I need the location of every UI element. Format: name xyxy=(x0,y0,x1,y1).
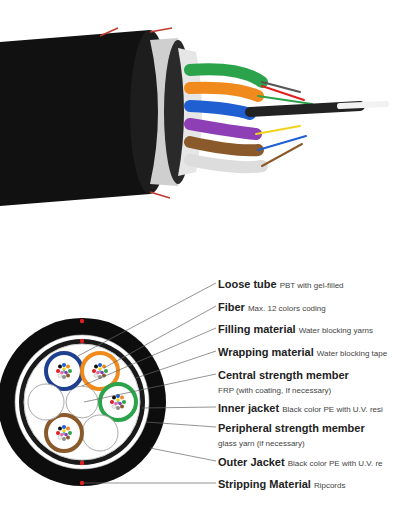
part-name: Inner jacket xyxy=(218,402,279,414)
central-member xyxy=(340,104,386,106)
cross-section xyxy=(0,318,166,486)
ripcord xyxy=(80,481,84,485)
wrapping-tape xyxy=(24,344,140,460)
fiber-bundle xyxy=(56,425,72,441)
part-description: Black color PE with U.V. re xyxy=(288,459,383,468)
leader-lines xyxy=(78,283,216,483)
leader-line xyxy=(136,351,216,378)
ripcord xyxy=(80,461,84,465)
cable-render xyxy=(0,28,386,206)
central-strength-member xyxy=(66,386,98,418)
part-description: Black color PE with U.V. resi xyxy=(282,405,383,414)
callout-row: Loose tubePBT with gel-filled xyxy=(218,276,344,290)
loose-tubes xyxy=(28,353,136,451)
leader-line xyxy=(78,283,216,356)
fiber xyxy=(262,144,302,166)
part-name: Peripheral strength member xyxy=(218,422,365,434)
leader-line xyxy=(84,374,216,402)
callout-row: Stripping MaterialRipcords xyxy=(218,476,345,490)
callout-row: FiberMax. 12 colors coding xyxy=(218,299,326,313)
part-name: Fiber xyxy=(218,301,245,313)
peripheral-strength xyxy=(15,335,149,469)
part-description: Ripcords xyxy=(314,481,346,490)
outer-jacket xyxy=(0,318,166,486)
tube xyxy=(190,142,258,150)
part-name: Wrapping material xyxy=(218,346,314,358)
fiber-bundle xyxy=(92,363,108,379)
part-description: PBT with gel-filled xyxy=(280,281,344,290)
tube xyxy=(190,160,262,167)
fiber-bundle xyxy=(110,394,126,410)
tube xyxy=(190,88,258,96)
leader-line xyxy=(84,483,216,484)
leader-line xyxy=(150,448,216,461)
callout-row: Filling materialWater blocking yarns xyxy=(218,321,373,335)
part-description: Water blocking tape xyxy=(317,349,387,358)
filler-rod xyxy=(28,384,64,420)
part-description: FRP (with coating, If necessary) xyxy=(218,386,331,395)
part-name: Stripping Material xyxy=(218,478,311,490)
callout-row: Central strength member xyxy=(218,367,352,381)
ripcord xyxy=(80,339,84,343)
loose-tube xyxy=(46,415,82,451)
callout-row: glass yarn (if necessary) xyxy=(218,434,305,448)
filler-rod xyxy=(82,415,118,451)
part-name: Filling material xyxy=(218,323,296,335)
ripcord xyxy=(100,28,172,198)
fiber xyxy=(258,96,312,104)
leader-line xyxy=(82,328,216,386)
part-description: Max. 12 colors coding xyxy=(248,304,326,313)
part-description: glass yarn (if necessary) xyxy=(218,439,305,448)
callout-row: Inner jacketBlack color PE with U.V. res… xyxy=(218,400,383,414)
tube xyxy=(190,106,250,114)
ripcord xyxy=(80,319,84,323)
fiber-bundle xyxy=(56,363,72,379)
part-description: Water blocking yarns xyxy=(299,326,373,335)
leader-line xyxy=(104,306,216,368)
tube xyxy=(190,124,256,134)
loose-tube xyxy=(46,353,82,389)
callout-row: Peripheral strength member xyxy=(218,420,368,434)
tube xyxy=(190,69,262,82)
part-name: Central strength member xyxy=(218,369,349,381)
part-name: Loose tube xyxy=(218,278,277,290)
fiber xyxy=(256,126,300,134)
loose-tube xyxy=(100,384,136,420)
part-name: Outer Jacket xyxy=(218,456,285,468)
loose-tubes xyxy=(190,69,312,167)
leader-line xyxy=(146,422,216,427)
inner-jacket xyxy=(19,339,145,465)
leader-line xyxy=(142,407,216,408)
fiber xyxy=(258,136,306,150)
callout-row: Wrapping materialWater blocking tape xyxy=(218,344,387,358)
callout-row: Outer JacketBlack color PE with U.V. re xyxy=(218,454,383,468)
callout-row: FRP (with coating, If necessary) xyxy=(218,381,331,395)
